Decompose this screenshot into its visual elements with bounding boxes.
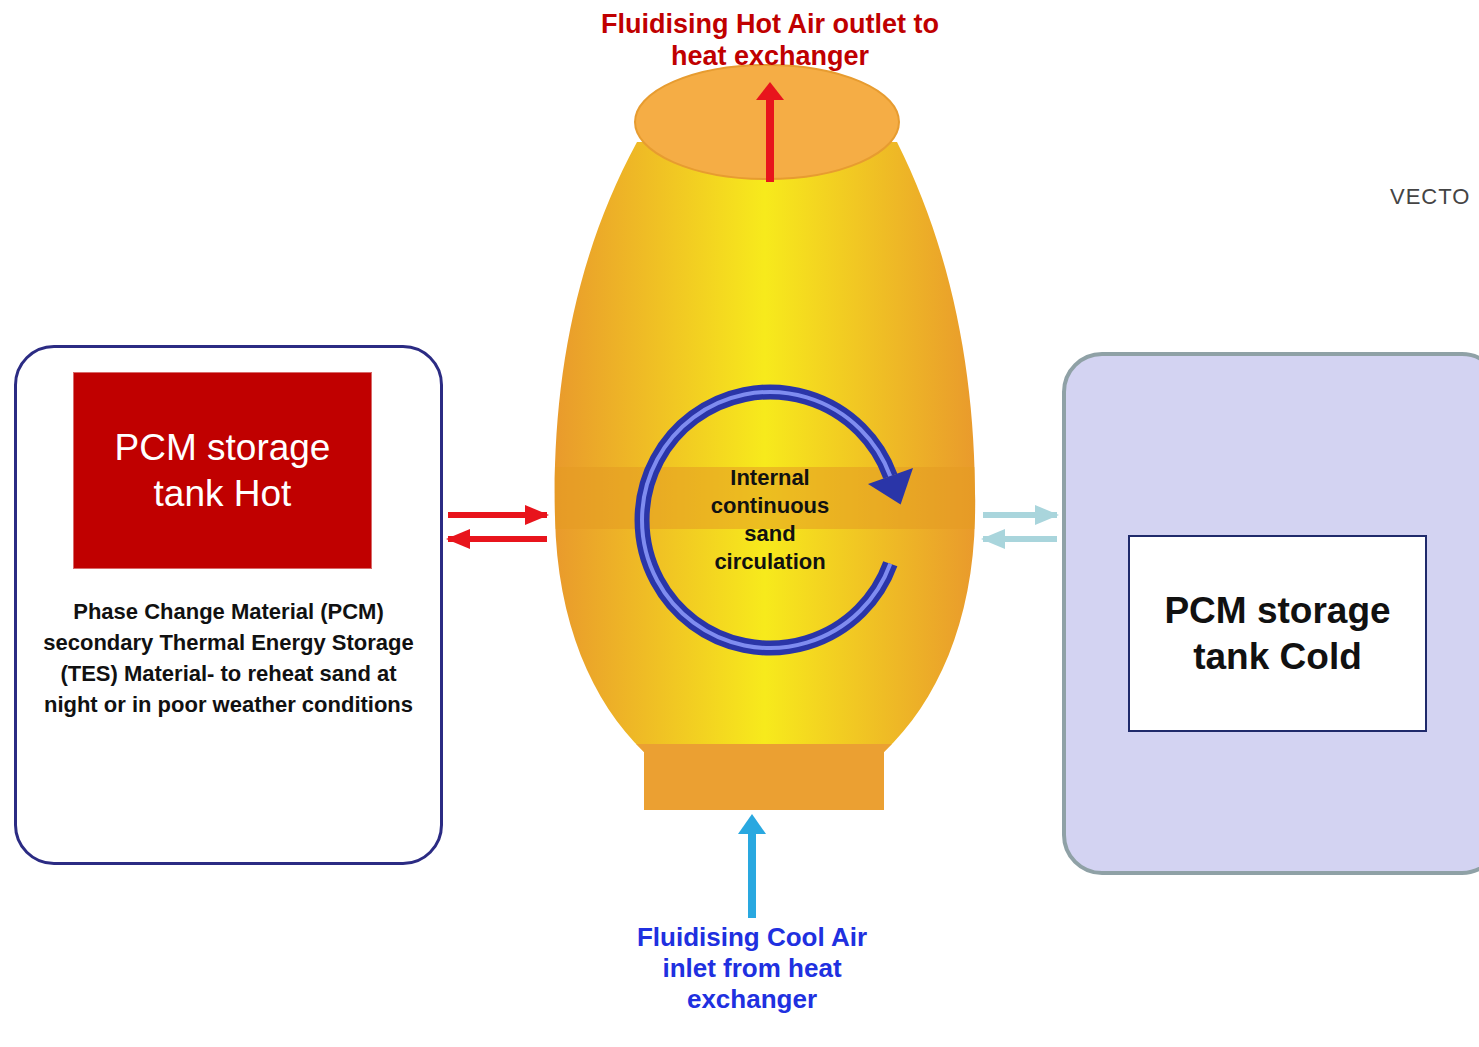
text-holder: Internal continuous sand circulation	[690, 464, 850, 576]
text-holder: Phase Change Material (PCM) secondary Th…	[35, 596, 422, 720]
flow-arrow	[448, 536, 547, 542]
flow-arrow	[448, 512, 547, 518]
watermark: VECTO	[1390, 183, 1476, 211]
cold-tank-box: PCM storage tank Cold	[1128, 535, 1427, 732]
circulation-arrow-shine	[642, 392, 890, 648]
vessel-cap	[635, 65, 899, 179]
air-outlet-label: Fluidising Hot Air outlet to heat exchan…	[585, 8, 955, 72]
cool-air-arrow-head	[738, 814, 766, 834]
air-inlet-label: Fluidising Cool Air inlet from heat exch…	[630, 922, 874, 1015]
cool-air-arrow-shaft	[748, 832, 756, 918]
pcm-hot-panel: PCM storage tank HotPhase Change Materia…	[14, 345, 443, 865]
cold-tank-box-text: PCM storage tank Cold	[1140, 588, 1415, 680]
fluidised-bed-vessel: Internal continuous sand circulation	[552, 62, 978, 810]
circulation-arrow-head	[868, 468, 913, 504]
vessel-base	[552, 744, 978, 810]
circulation-arrow	[642, 392, 890, 648]
hot-tank-box-text: PCM storage tank Hot	[84, 425, 361, 517]
pcm-hot-panel-text: Phase Change Material (PCM) secondary Th…	[35, 596, 422, 720]
flow-arrow	[983, 536, 1057, 542]
flow-arrow	[983, 512, 1057, 518]
pcm-cold-panel: PCM storage tank Cold	[1062, 352, 1479, 875]
fluidised-bed-vessel-text: Internal continuous sand circulation	[690, 464, 850, 576]
vessel-illustration	[552, 62, 978, 810]
hot-tank-box: PCM storage tank Hot	[73, 372, 372, 569]
